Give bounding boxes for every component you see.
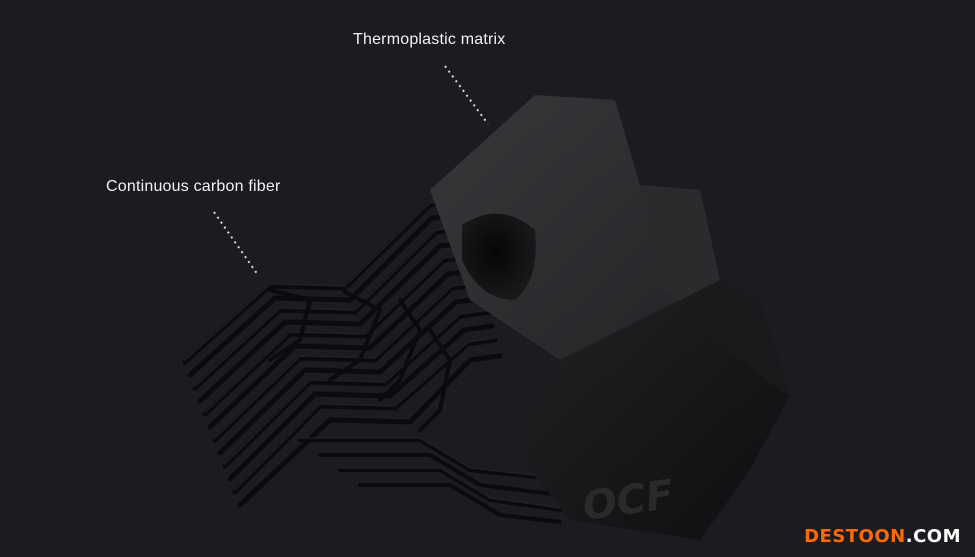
- watermark-brand: DESTOON: [804, 526, 906, 547]
- watermark-suffix: .COM: [905, 526, 961, 547]
- thermoplastic-matrix-block: OCF: [430, 95, 790, 540]
- site-watermark: DESTOON.COM: [804, 528, 961, 546]
- continuous-carbon-fiber-label: Continuous carbon fiber: [106, 178, 281, 195]
- fiber-leader-line: [213, 211, 259, 276]
- matrix-leader-line: [444, 65, 489, 125]
- thermoplastic-matrix-label: Thermoplastic matrix: [353, 31, 506, 48]
- callout-leaders: [213, 65, 489, 276]
